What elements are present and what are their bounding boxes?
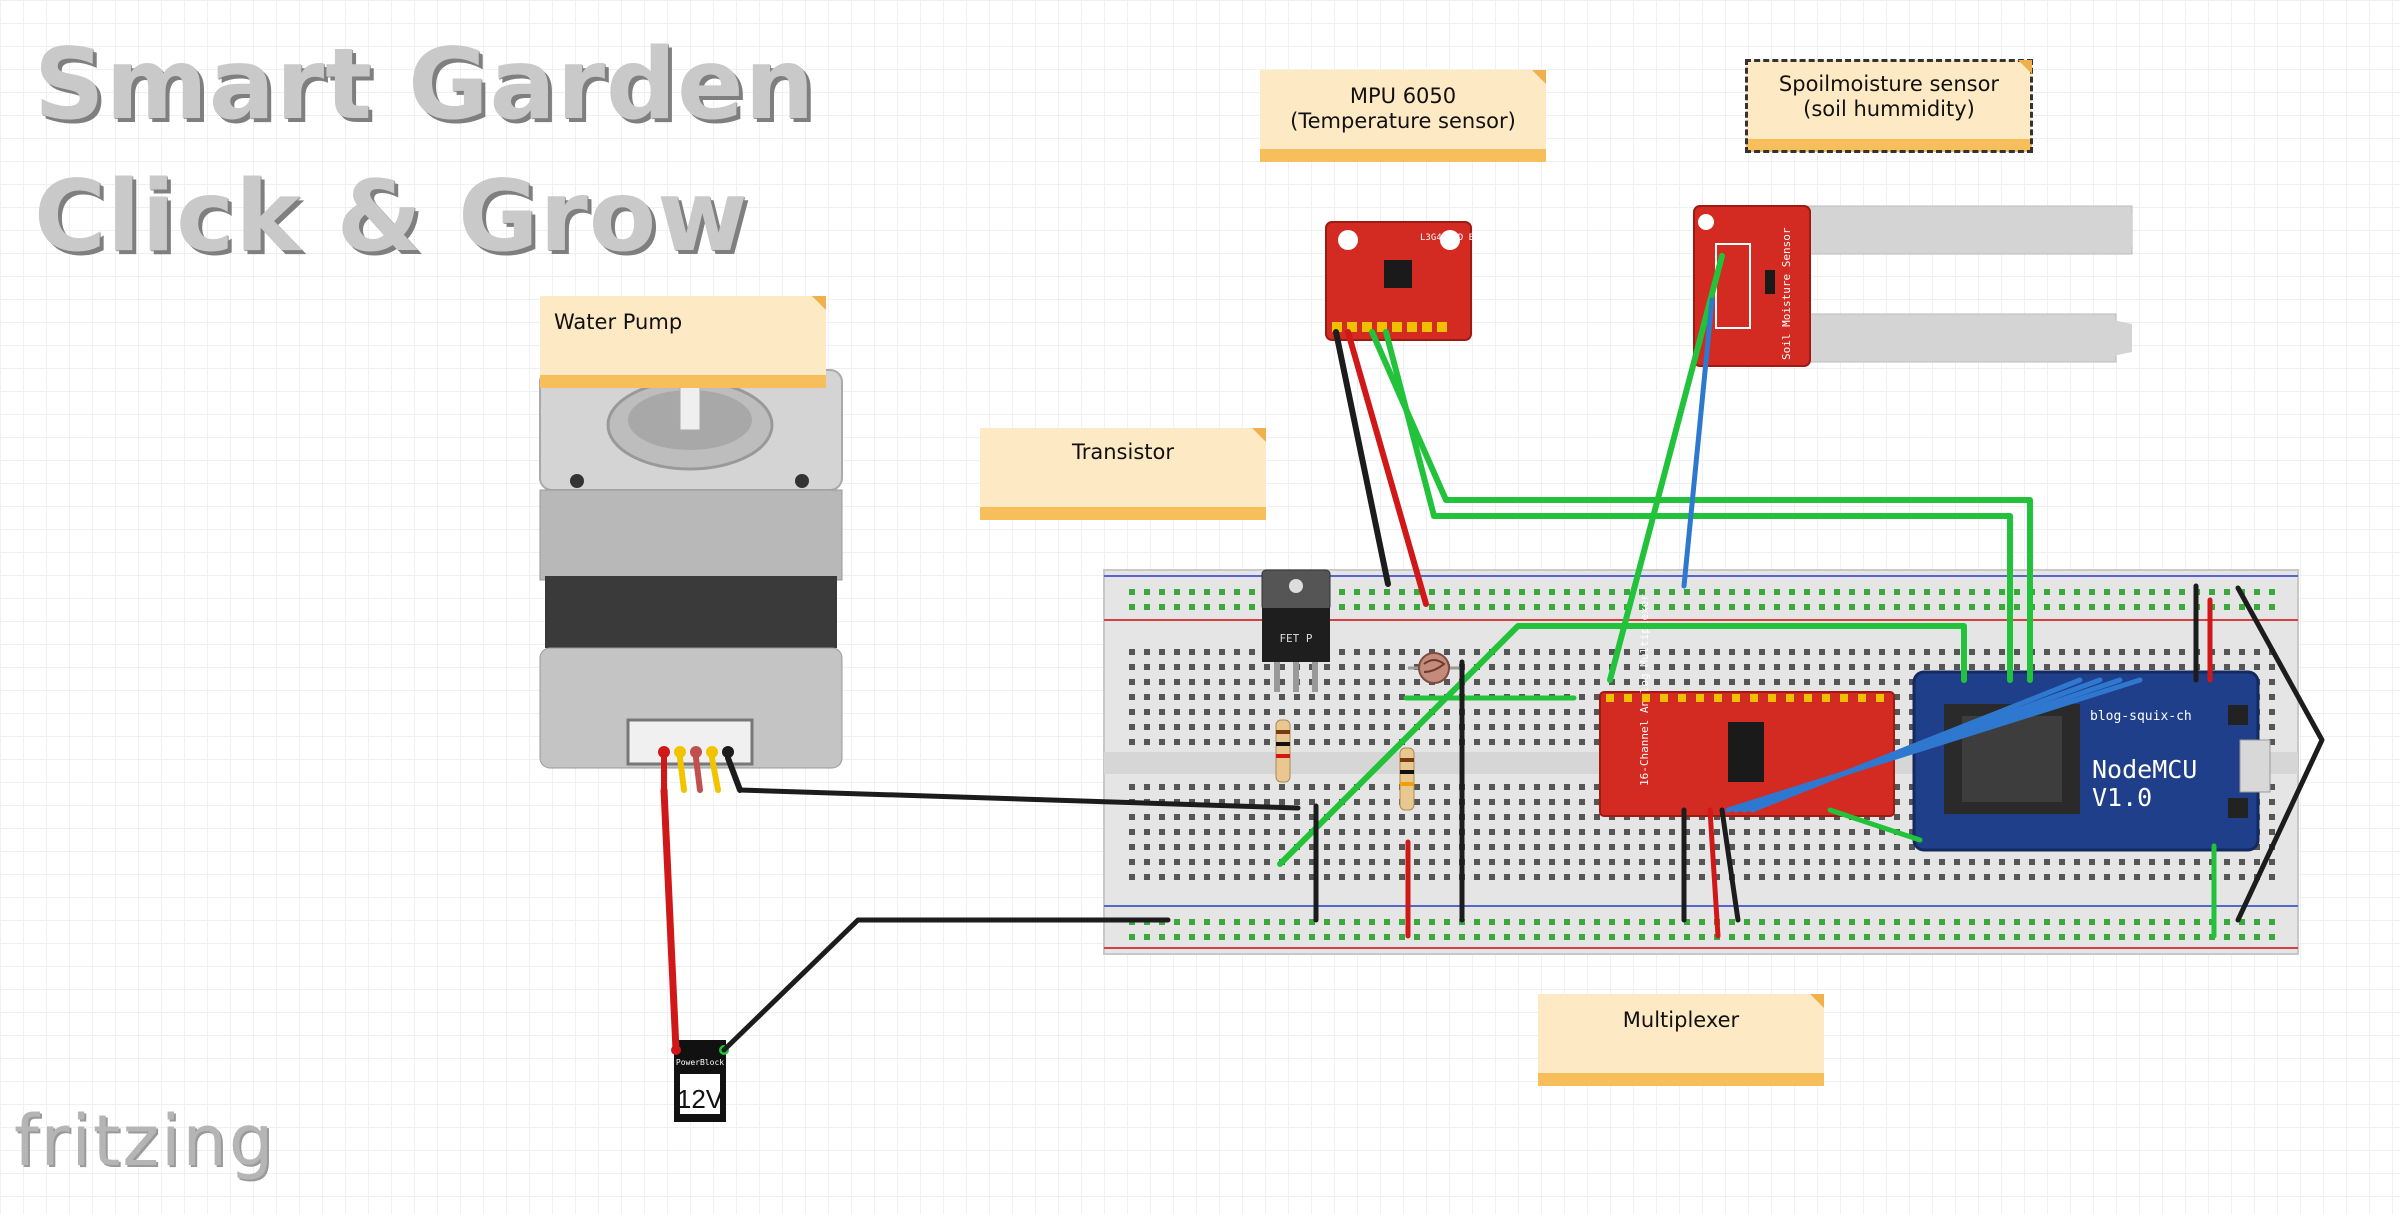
wire-soil-blue: [1681, 297, 1715, 589]
soil-board-label: Soil Moisture Sensor: [1780, 227, 1793, 360]
nodemcu-board[interactable]: blog-squix-ch NodeMCU V1.0: [1912, 670, 2271, 852]
mpu6050-temperature-sensor[interactable]: L3G4200D Breakout: [1325, 221, 1512, 341]
note-transistor-text: Transistor: [1072, 440, 1174, 464]
wire-mpu-gnd: [1333, 329, 1391, 587]
battery-voltage-label: 12V: [677, 1084, 724, 1114]
title-line-2: Click & Grow: [34, 160, 749, 274]
note-multiplexer[interactable]: Multiplexer: [1538, 994, 1824, 1086]
mpu-board-label: L3G4200D Breakout: [1420, 233, 1512, 243]
transistor[interactable]: FET P: [1261, 569, 1331, 692]
wire-black-v4: [1719, 807, 1741, 923]
resistor-1[interactable]: [1275, 719, 1291, 783]
soil-moisture-sensor[interactable]: Soil Moisture Sensor: [1693, 205, 2134, 367]
wire-red-v2: [1707, 807, 1721, 939]
wires: [660, 253, 2325, 1054]
wire-rail-loop: [2235, 585, 2325, 923]
wire-mpu-sda: [1383, 329, 2013, 683]
note-water-pump[interactable]: Water Pump: [540, 296, 826, 388]
fritzing-logo: fritzing: [14, 1100, 276, 1182]
note-multiplexer-text: Multiplexer: [1622, 1008, 1740, 1032]
photoresistor[interactable]: [1408, 652, 1462, 684]
note-mpu-line1: MPU 6050: [1349, 84, 1457, 108]
note-water-pump-text: Water Pump: [554, 310, 683, 334]
wire-blue-bus-4: [1749, 677, 2083, 813]
note-mpu-line2: (Temperature sensor): [1290, 109, 1516, 133]
note-soil-line2: (soil hummidity): [1803, 97, 1975, 121]
water-pump-motor[interactable]: [539, 369, 843, 769]
bottom-power-rail[interactable]: [1120, 912, 2280, 940]
note-transistor[interactable]: Transistor: [980, 428, 1266, 520]
wire-green-diagonal: [1277, 623, 1967, 867]
wire-soil-signal: [1607, 253, 1725, 683]
wire-green-mux-node: [1827, 807, 1923, 843]
wire-mpu-vcc: [1345, 329, 1429, 607]
title-line-1: Smart Garden: [34, 28, 816, 142]
note-soil-moisture[interactable]: Spoilmoisture sensor (soil hummidity): [1745, 59, 2033, 153]
resistor-2[interactable]: [1399, 747, 1415, 811]
motor-pigtail-wires: [661, 755, 743, 793]
wire-motor-black: [737, 787, 1301, 811]
battery-brand: PowerBlock: [676, 1058, 724, 1067]
wire-battery-black: [721, 917, 1171, 1053]
nodemcu-version-label: V1.0: [2092, 783, 2152, 812]
battery-12v[interactable]: PowerBlock 12V: [671, 1040, 729, 1122]
multiplexer-board-label: 16-Channel Analog Multiplexer: [1638, 594, 1651, 786]
nodemcu-name-label: NodeMCU: [2092, 755, 2197, 784]
note-mpu6050[interactable]: MPU 6050 (Temperature sensor): [1260, 70, 1546, 162]
wire-motor-red: [660, 786, 680, 1054]
transistor-body-label: FET P: [1279, 632, 1312, 645]
nodemcu-site-label: blog-squix-ch: [2090, 709, 2192, 724]
note-soil-line1: Spoilmoisture sensor: [1778, 72, 2000, 96]
